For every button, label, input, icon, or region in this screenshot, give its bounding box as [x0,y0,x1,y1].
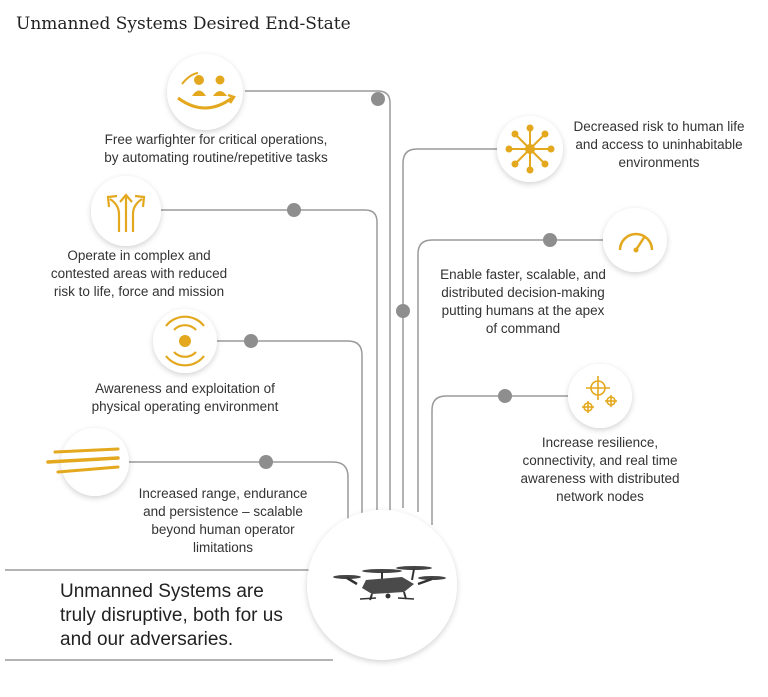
radar-target-icon [165,315,205,367]
connector-4 [120,461,349,530]
dot-4 [259,455,273,469]
connector-6 [417,239,610,512]
item-text-5: Decreased risk to human life and access … [573,119,745,170]
connector-5 [402,148,505,508]
item-text-6: Enable faster, scalable, and distributed… [440,267,606,336]
crosshair-nodes-icon [582,376,617,413]
dot-3 [244,334,258,348]
gauge-icon [618,232,654,253]
network-hub-icon [505,124,555,174]
connector-1 [245,90,391,510]
summary-text: Unmanned Systems are truly disruptive, b… [60,581,283,650]
speed-lines-icon [46,447,120,474]
page-title: Unmanned Systems Desired End-State [16,14,351,34]
connector-lines [5,90,610,661]
connector-2 [155,209,378,510]
drone-icon [333,566,446,601]
connector-3 [210,340,363,515]
item-text-2: Operate in complex and contested areas w… [50,248,228,299]
item-text-1: Free warfighter for critical operations,… [104,132,328,165]
item-text-3: Awareness and exploitation of physical o… [91,381,279,414]
dot-6 [543,233,557,247]
dot-7 [498,389,512,403]
connector-dots [244,92,557,469]
item-text-7: Increase resilience, connectivity, and r… [520,435,680,504]
dot-5 [396,304,410,318]
dot-2 [287,203,301,217]
item-text-4: Increased range, endurance and persisten… [138,486,308,555]
connector-7 [431,395,585,525]
dot-1 [371,92,385,106]
diverging-arrows-icon [106,193,146,232]
warfighter-handoff-icon [177,72,236,110]
